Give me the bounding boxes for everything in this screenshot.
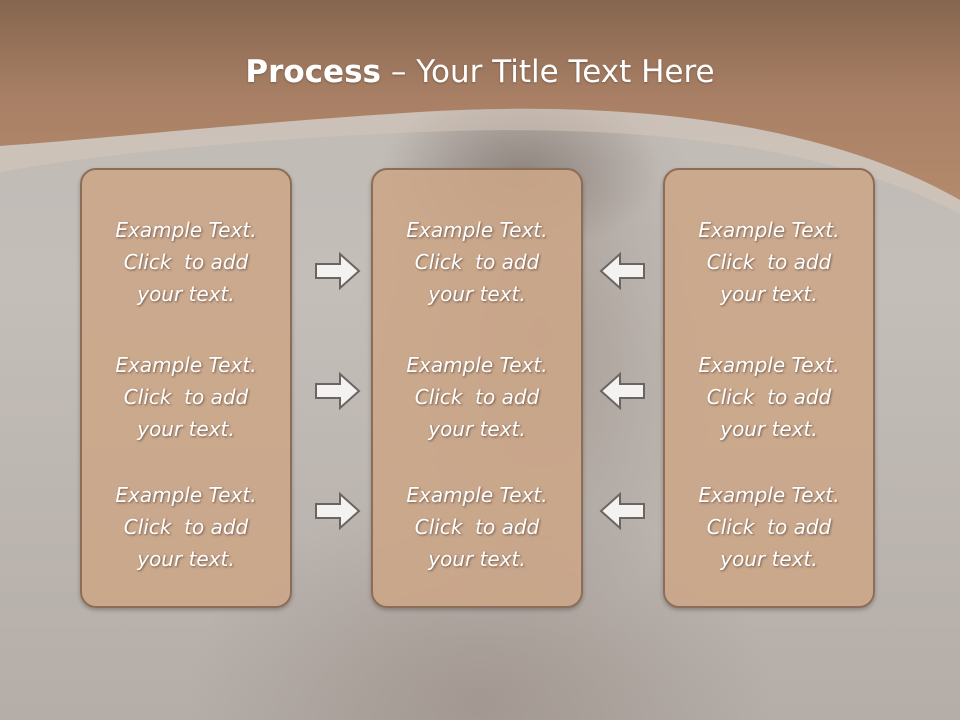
text-placeholder[interactable]: Example Text. Click to add your text. [406, 353, 548, 441]
left-text-box[interactable]: Example Text. Click to add your text. Ex… [80, 168, 292, 608]
arrow-right-icon [315, 251, 361, 291]
text-placeholder[interactable]: Example Text. Click to add your text. [698, 483, 840, 571]
text-placeholder[interactable]: Example Text. Click to add your text. [115, 483, 257, 571]
text-placeholder[interactable]: Example Text. Click to add your text. [115, 353, 257, 441]
arrow-left-icon [599, 371, 645, 411]
text-placeholder[interactable]: Example Text. Click to add your text. [698, 218, 840, 306]
center-text-box[interactable]: Example Text. Click to add your text. Ex… [371, 168, 583, 608]
title-bold: Process [245, 54, 381, 90]
right-text-box[interactable]: Example Text. Click to add your text. Ex… [663, 168, 875, 608]
text-placeholder[interactable]: Example Text. Click to add your text. [698, 353, 840, 441]
text-placeholder[interactable]: Example Text. Click to add your text. [406, 483, 548, 571]
title-rest: – Your Title Text Here [381, 54, 715, 90]
slide-title[interactable]: Process – Your Title Text Here [0, 54, 960, 90]
arrow-right-icon [315, 491, 361, 531]
text-placeholder[interactable]: Example Text. Click to add your text. [406, 218, 548, 306]
arrow-left-icon [599, 491, 645, 531]
text-placeholder[interactable]: Example Text. Click to add your text. [115, 218, 257, 306]
arrow-right-icon [315, 371, 361, 411]
arrow-left-icon [599, 251, 645, 291]
